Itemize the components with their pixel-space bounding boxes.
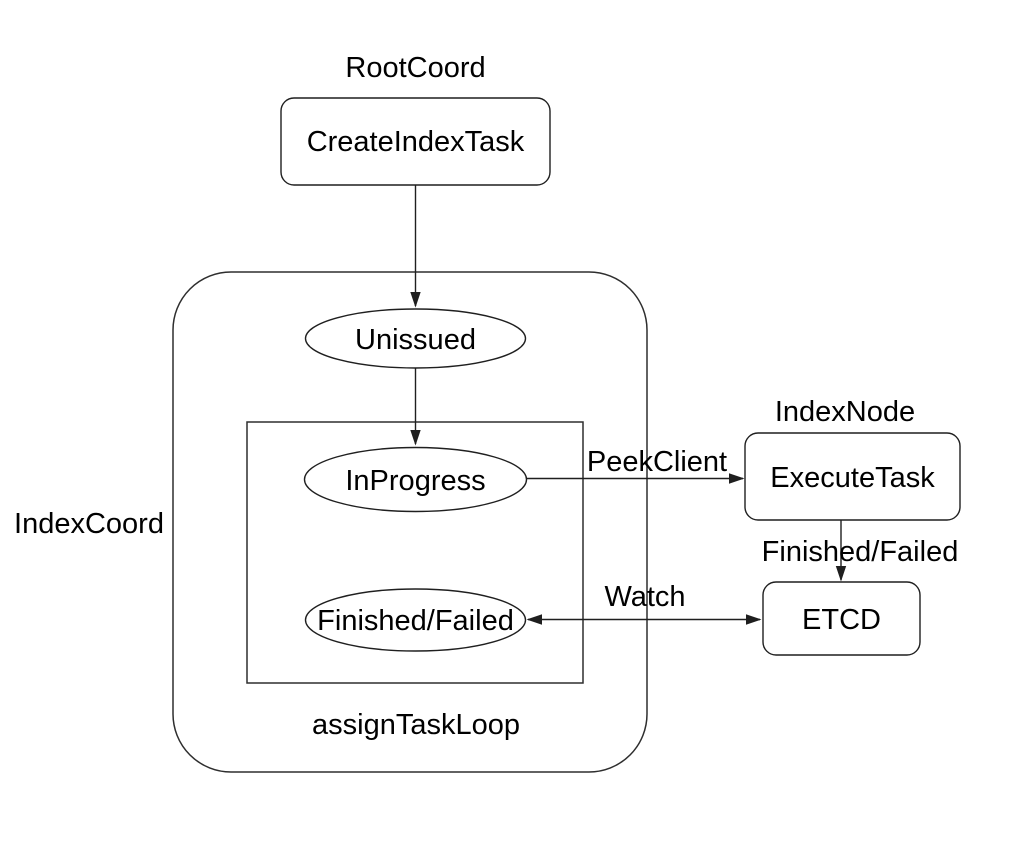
- node-finished-failed: Finished/Failed: [304, 588, 527, 652]
- execute-task-box: [744, 432, 961, 521]
- in-progress-label: InProgress: [345, 465, 485, 497]
- node-in-progress: InProgress: [303, 446, 528, 513]
- etcd-label: ETCD: [802, 604, 881, 636]
- indexnode-label: IndexNode: [775, 396, 915, 428]
- index-coord-container: [172, 271, 648, 773]
- assigntaskloop-label: assignTaskLoop: [312, 709, 520, 741]
- create-index-task-label: CreateIndexTask: [307, 126, 525, 158]
- etcd-box: [762, 581, 921, 656]
- finished-failed-ellipse: [304, 588, 527, 652]
- node-create-index-task: CreateIndexTask: [280, 97, 551, 186]
- execute-task-label: ExecuteTask: [770, 462, 935, 494]
- node-unissued: Unissued: [304, 308, 527, 369]
- node-execute-task: ExecuteTask: [744, 432, 961, 521]
- watch-edge-label: Watch: [604, 581, 685, 613]
- unissued-label: Unissued: [355, 324, 476, 356]
- peekclient-edge-label: PeekClient: [587, 446, 727, 478]
- in-progress-ellipse: [303, 446, 528, 513]
- node-etcd: ETCD: [762, 581, 921, 656]
- create-index-task-box: [280, 97, 551, 186]
- finished-failed-label: Finished/Failed: [317, 605, 514, 637]
- indexcoord-label: IndexCoord: [14, 508, 164, 540]
- unissued-ellipse: [304, 308, 527, 369]
- rootcoord-label: RootCoord: [345, 52, 485, 84]
- finished-failed-edge-label: Finished/Failed: [762, 536, 959, 568]
